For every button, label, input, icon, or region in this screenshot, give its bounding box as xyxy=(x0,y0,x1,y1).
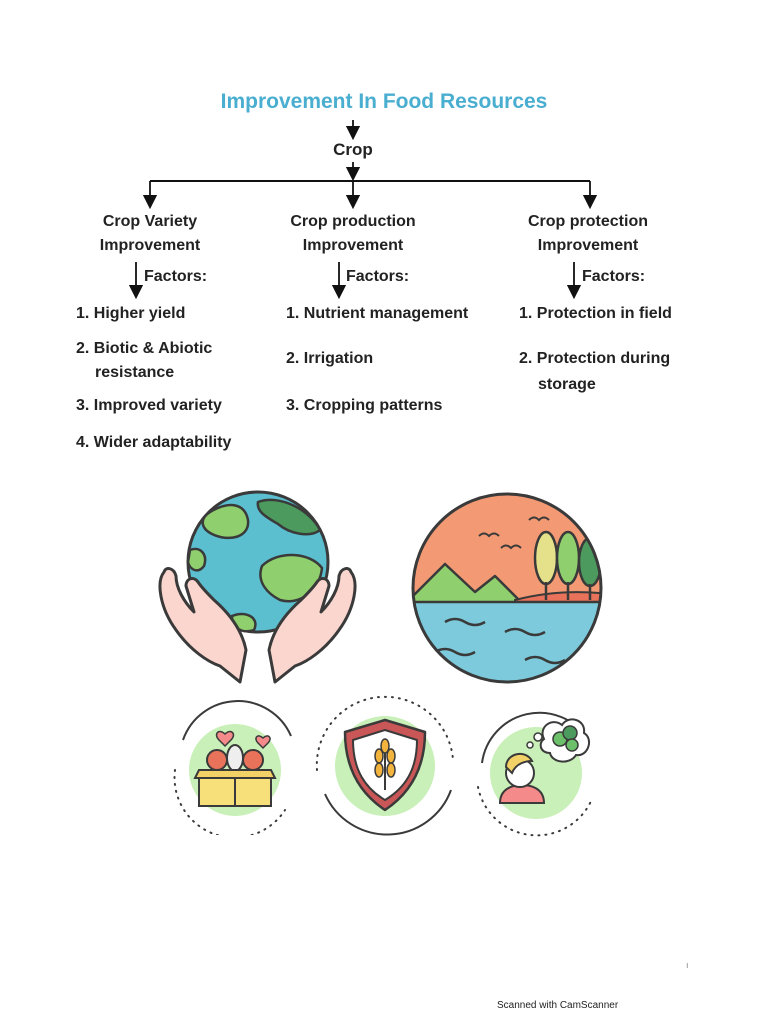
list-item: 2. Irrigation xyxy=(286,350,374,367)
branch-title-line: Crop protection xyxy=(528,213,648,230)
branch-title-line: Crop Variety xyxy=(102,213,198,230)
root-node-crop: Crop xyxy=(333,140,373,159)
list-item: 4. Wider adaptability xyxy=(76,434,232,451)
branch-title-line: Improvement xyxy=(99,237,201,254)
food-thought-icon xyxy=(477,711,593,837)
factors-label: Factors: xyxy=(582,268,646,285)
branch-crop-protection: Crop protection Improvement xyxy=(478,210,698,258)
branch-crop-variety: Crop Variety Improvement xyxy=(40,210,260,258)
list-item: 2. Biotic & Abiotic xyxy=(76,340,213,357)
document-title: Improvement In Food Resources xyxy=(220,90,548,113)
landscape-icon xyxy=(411,492,603,684)
tree-connectors xyxy=(128,120,598,300)
crop-shield-icon xyxy=(315,695,454,836)
earth-in-hands-icon xyxy=(158,490,357,684)
factors-label: Factors: xyxy=(144,268,208,285)
scanner-footer: Scanned with CamScanner xyxy=(497,1000,619,1011)
branch-title-line: Improvement xyxy=(537,237,639,254)
branch-crop-production: Crop production Improvement xyxy=(243,210,463,258)
produce-box-icon xyxy=(173,700,292,835)
list-item: 1. Protection in field xyxy=(519,305,672,322)
list-item: 3. Improved variety xyxy=(76,397,222,414)
factors-label: Factors: xyxy=(346,268,410,285)
branch-title-line: Improvement xyxy=(302,237,404,254)
list-item: 2. Protection during xyxy=(519,350,671,367)
list-item: 1. Nutrient management xyxy=(286,305,469,322)
list-item: resistance xyxy=(95,364,175,381)
branch-title-line: Crop production xyxy=(290,213,416,230)
list-item: 1. Higher yield xyxy=(76,305,186,322)
page-mark: ı xyxy=(686,960,689,970)
list-item: storage xyxy=(538,376,596,393)
list-item: 3. Cropping patterns xyxy=(286,397,443,414)
